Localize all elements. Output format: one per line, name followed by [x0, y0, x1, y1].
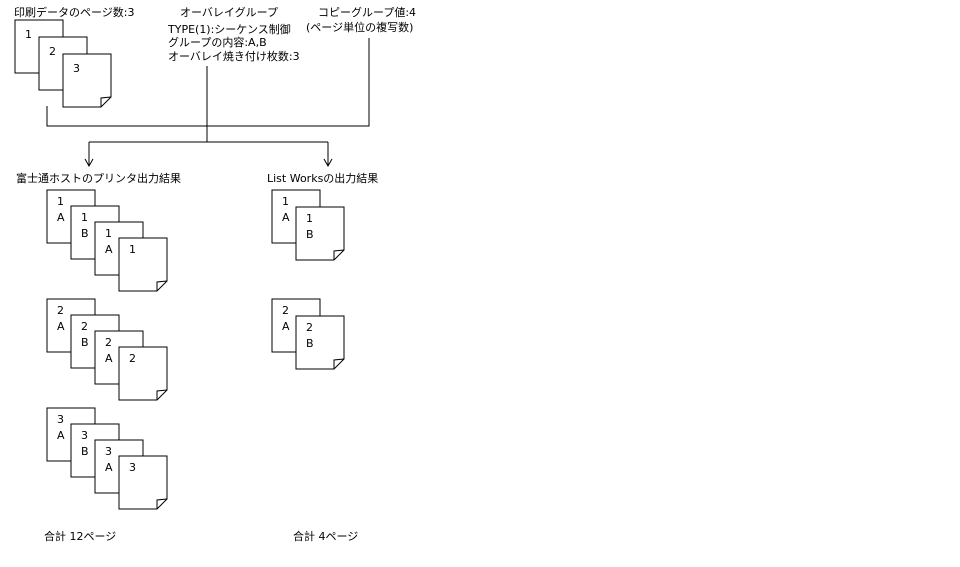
page-number: 3: [57, 413, 64, 426]
page-number: 1: [129, 243, 136, 256]
page-number: 1: [282, 195, 289, 208]
overlay-group-title: オーバレイグループ: [180, 5, 278, 19]
page-sheet: 1: [118, 237, 168, 292]
page-number: 1: [306, 212, 313, 225]
page-number: 1: [57, 195, 64, 208]
overlay-line-contents: グループの内容:A,B: [168, 35, 267, 49]
bracket-line: [46, 38, 370, 127]
overlay-form-label: A: [57, 429, 65, 442]
page-number: 1: [25, 28, 32, 41]
page-sheet-outline: [118, 455, 168, 510]
page-number: 3: [81, 429, 88, 442]
overlay-form-label: A: [105, 352, 113, 365]
overlay-line-burn-count: オーバレイ焼き付け枚数:3: [168, 49, 300, 63]
page-number: 2: [57, 304, 64, 317]
page-sheet-outline: [295, 206, 345, 261]
overlay-form-label: A: [105, 461, 113, 474]
fujitsu-output-title: 富士通ホストのプリンタ出力結果: [16, 171, 181, 185]
overlay-form-label: B: [306, 337, 314, 350]
input-page-stack: 1 2 3: [14, 19, 112, 108]
page-number: 3: [73, 62, 80, 75]
input-page: 3: [62, 53, 112, 108]
page-number: 3: [129, 461, 136, 474]
overlay-line-type: TYPE(1):シーケンス制御: [167, 22, 291, 36]
fujitsu-total-label: 合計 12ページ: [44, 529, 116, 543]
page-sheet: 2B: [295, 315, 345, 370]
page-corner-fold: [156, 389, 168, 400]
page-number: 2: [105, 336, 112, 349]
page-number: 3: [105, 445, 112, 458]
overlay-form-label: A: [105, 243, 113, 256]
page-corner-fold: [156, 280, 168, 291]
page-corner-fold: [100, 96, 112, 107]
copy-group-value: コピーグループ値:4: [318, 5, 416, 19]
page-number: 2: [129, 352, 136, 365]
overlay-form-label: B: [81, 227, 89, 240]
listworks-total-label: 合計 4ページ: [293, 529, 358, 543]
overlay-form-label: A: [57, 211, 65, 224]
left-arrow-head: [84, 158, 94, 168]
page-corner-fold: [333, 249, 345, 260]
print-pages-label: 印刷データのページ数:3: [14, 5, 134, 19]
page-number: 2: [81, 320, 88, 333]
overlay-form-label: A: [282, 320, 290, 333]
listworks-output-title: List Worksの出力結果: [267, 171, 378, 185]
page-sheet-outline: [118, 237, 168, 292]
page-sheet-outline: [295, 315, 345, 370]
overlay-form-label: B: [81, 445, 89, 458]
page-number: 2: [49, 45, 56, 58]
connector-lines: [46, 38, 370, 168]
page-number: 2: [282, 304, 289, 317]
page-number: 1: [105, 227, 112, 240]
overlay-form-label: A: [57, 320, 65, 333]
page-sheet-outline: [118, 346, 168, 401]
page-sheet: 1B: [295, 206, 345, 261]
page-sheet-outline: [62, 53, 112, 108]
overlay-form-label: B: [81, 336, 89, 349]
overlay-form-label: B: [306, 228, 314, 241]
page-number: 2: [306, 321, 313, 334]
page-sheet: 3: [118, 455, 168, 510]
page-corner-fold: [333, 358, 345, 369]
page-number: 1: [81, 211, 88, 224]
copy-group-note: (ページ単位の複写数): [306, 20, 413, 34]
page-corner-fold: [156, 498, 168, 509]
overlay-form-label: A: [282, 211, 290, 224]
page-sheet: 2: [118, 346, 168, 401]
right-arrow-head: [323, 158, 333, 168]
